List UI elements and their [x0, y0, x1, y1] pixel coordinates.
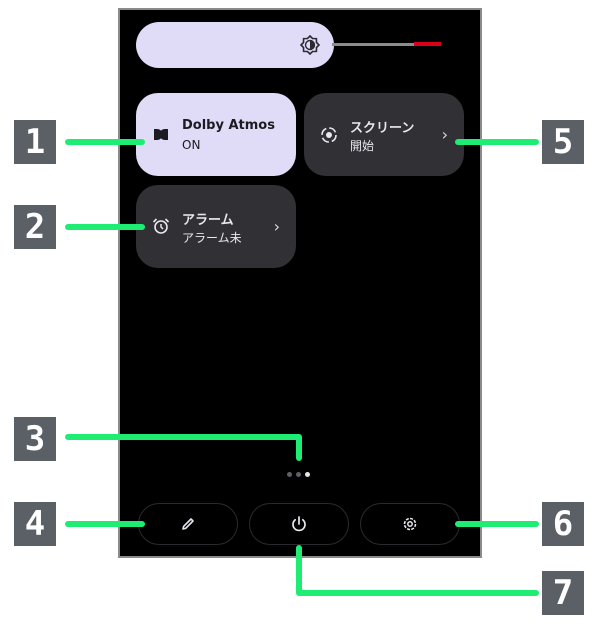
tile-dolby-title: Dolby Atmos: [182, 118, 275, 133]
dolby-icon: [154, 129, 168, 140]
settings-icon: [403, 517, 417, 531]
tile-alarm[interactable]: アラーム アラーム未 ›: [136, 185, 296, 268]
edit-icon: [182, 518, 194, 530]
tile-screen-record[interactable]: スクリーン 開始 ›: [304, 93, 464, 176]
chevron-right-icon: ›: [273, 216, 280, 236]
page-dot: [287, 472, 292, 477]
tile-alarm-status: アラーム未: [182, 231, 242, 245]
callout-badge-5: 5: [542, 120, 584, 164]
brightness-icon: [300, 35, 320, 55]
callout-badge-2: 2: [14, 205, 56, 249]
callout-badge-1: 1: [14, 120, 56, 164]
chevron-right-icon: ›: [441, 124, 448, 144]
callout-badge-4: 4: [14, 502, 56, 546]
brightness-slider[interactable]: [136, 22, 334, 68]
alarm-clock-icon: [152, 218, 170, 234]
screen-record-icon: [321, 127, 337, 143]
page-dot-active: [305, 472, 310, 477]
tile-alarm-title: アラーム: [182, 213, 234, 228]
tile-screen-status: 開始: [350, 139, 375, 153]
tile-dolby-atmos[interactable]: Dolby Atmos ON: [136, 93, 296, 176]
callout-badge-3: 3: [14, 417, 56, 461]
settings-button[interactable]: [360, 503, 460, 545]
brightness-track-end: [414, 42, 441, 46]
tile-screen-title: スクリーン: [350, 121, 415, 136]
power-button[interactable]: [249, 503, 349, 545]
page-dot: [296, 472, 301, 477]
callout-badge-6: 6: [542, 502, 584, 546]
power-icon: [292, 516, 306, 532]
edit-button[interactable]: [138, 503, 238, 545]
callout-badge-7: 7: [542, 571, 584, 615]
tile-dolby-status: ON: [182, 138, 201, 152]
brightness-track[interactable]: [332, 43, 416, 46]
